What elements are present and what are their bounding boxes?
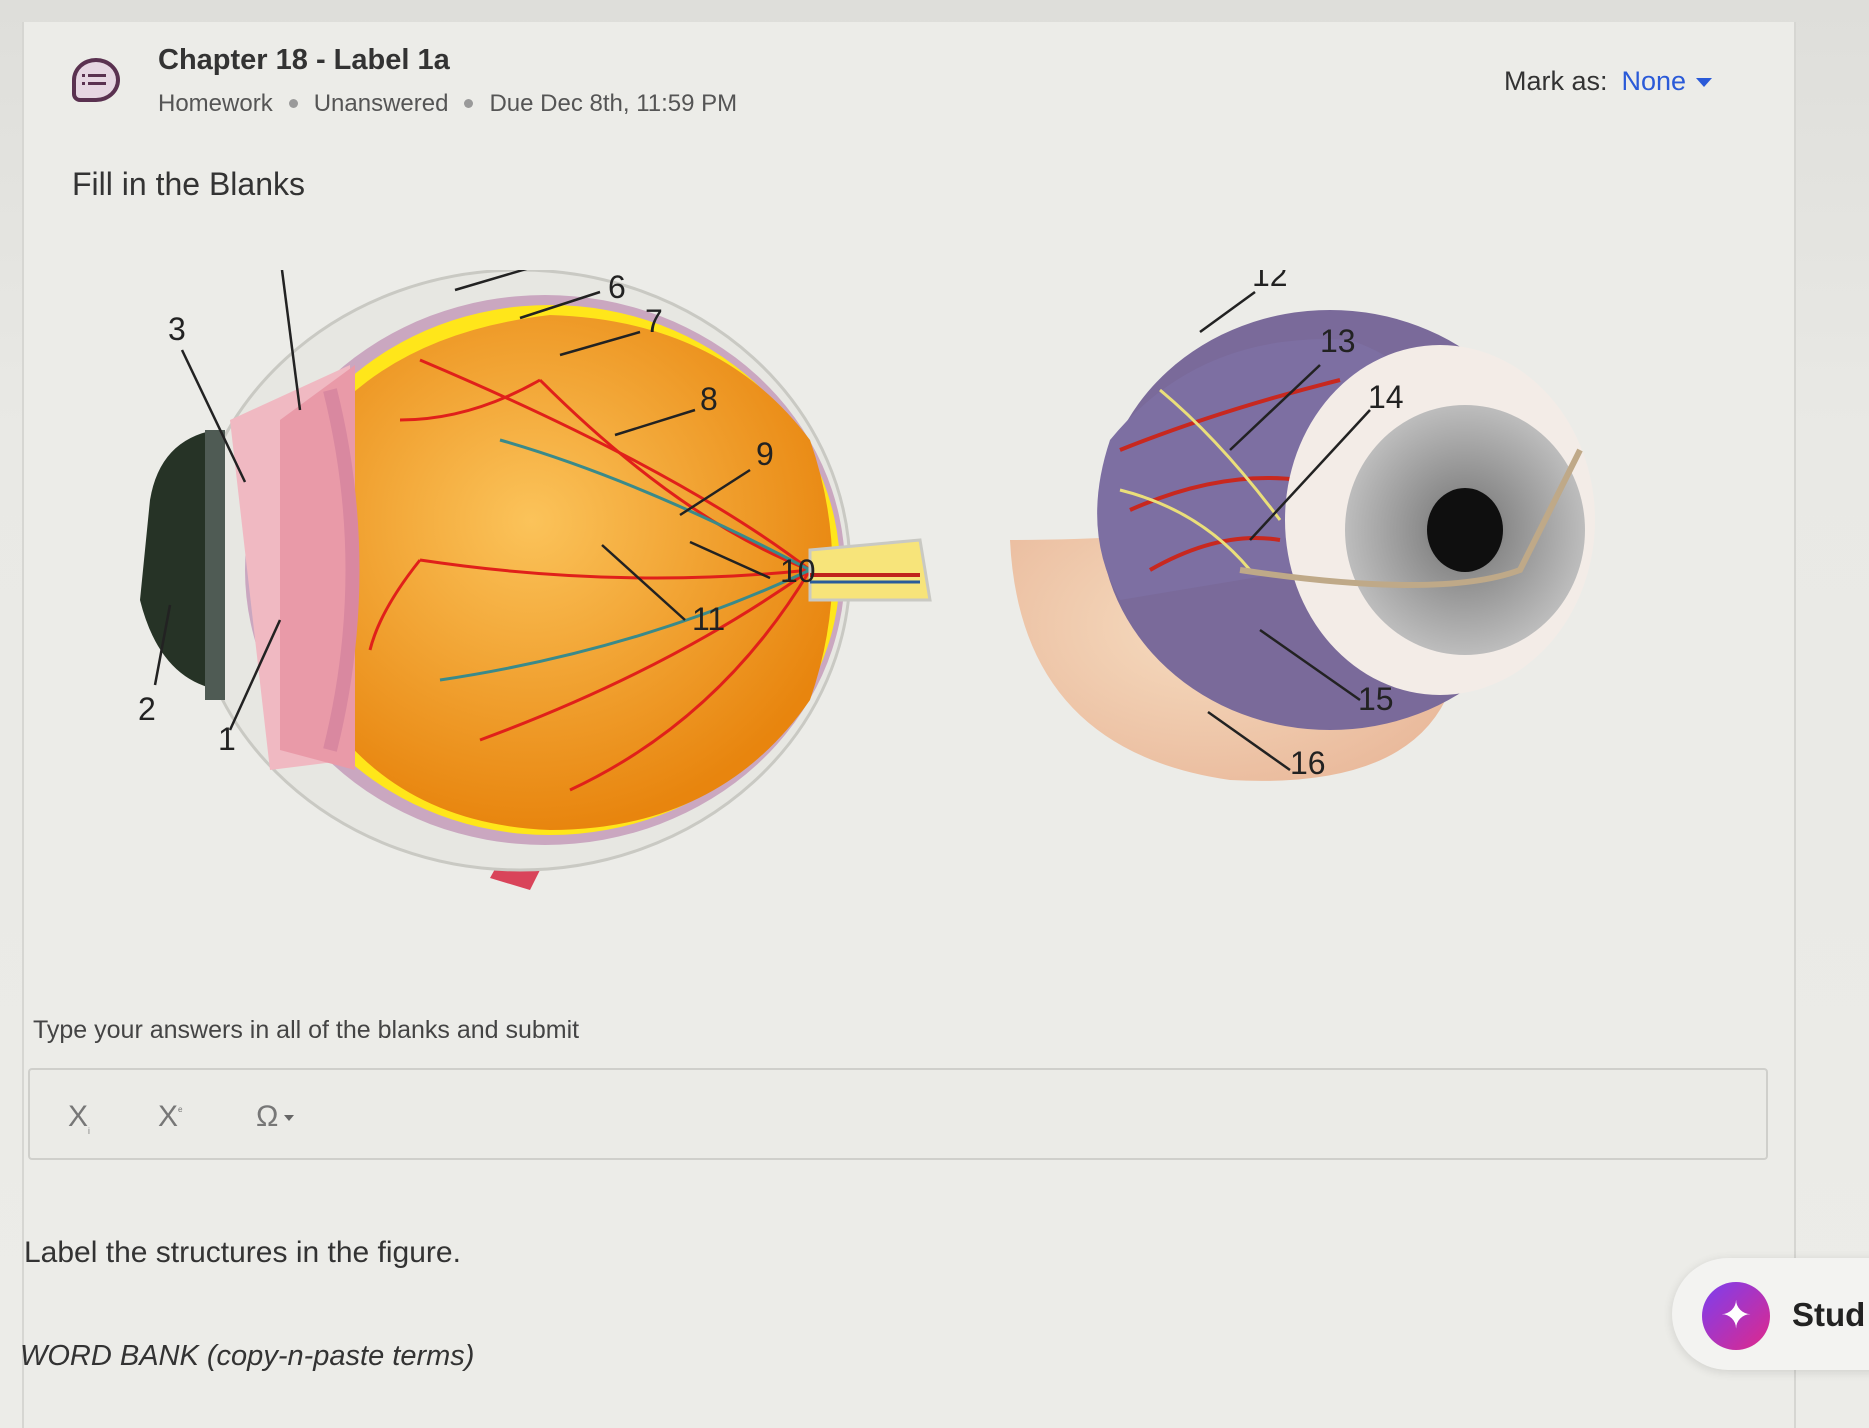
assignment-type: Homework: [158, 90, 273, 117]
mark-as-control[interactable]: Mark as: None: [1504, 66, 1713, 97]
superscript-button[interactable]: Xᵉ: [158, 1100, 183, 1133]
mark-as-dropdown[interactable]: None: [1621, 66, 1687, 96]
leader-lines: [153, 260, 1371, 772]
superscript-label: X: [158, 1100, 179, 1133]
separator-dot: [464, 98, 474, 108]
mark-as-label: Mark as:: [1504, 66, 1608, 96]
figure-label-16: 16: [1290, 745, 1326, 781]
subscript-label: X: [68, 1100, 89, 1133]
word-bank-heading: WORD BANK (copy-n-paste terms): [20, 1340, 475, 1372]
question-text: Label the structures in the figure.: [24, 1236, 461, 1269]
separator-dot: [288, 98, 298, 108]
subscript-button[interactable]: Xᵢ: [68, 1100, 90, 1136]
assignment-icon: [72, 58, 120, 102]
figure-label-9: 9: [756, 436, 774, 472]
figure-label-3: 3: [168, 311, 186, 347]
study-button-label: Stud: [1792, 1296, 1866, 1333]
chevron-down-icon[interactable]: [284, 1115, 295, 1122]
figure-label-14: 14: [1368, 379, 1404, 415]
eye-cross-section: [140, 268, 932, 890]
section-title: Fill in the Blanks: [72, 166, 305, 202]
figure-label-10: 10: [780, 553, 816, 589]
answer-editor[interactable]: Xᵢ Xᵉ Ω: [28, 1068, 1768, 1160]
eye-diagram: 1 2 3 4 5 6 7 8 9 10 11 12 13 14 15 16: [138, 223, 1595, 890]
figure-label-8: 8: [700, 381, 718, 417]
figure-label-12: 12: [1252, 270, 1288, 293]
answer-instructions: Type your answers in all of the blanks a…: [33, 1016, 580, 1044]
sparkle-icon: ✦: [1702, 1282, 1770, 1350]
eye-external-view: [1010, 310, 1595, 781]
assignment-title: Chapter 18 - Label 1a: [158, 44, 450, 76]
figure-label-15: 15: [1358, 681, 1394, 717]
assignment-due: Due Dec 8th, 11:59 PM: [489, 90, 738, 117]
assignment-status: Unanswered: [313, 90, 449, 117]
chevron-down-icon[interactable]: [1696, 78, 1713, 88]
assignment-meta: Homework Unanswered Due Dec 8th, 11:59 PM: [158, 90, 737, 118]
figure-label-13: 13: [1320, 323, 1356, 359]
figure-label-7: 7: [645, 303, 663, 339]
figure-label-1: 1: [218, 721, 236, 757]
omega-icon: Ω: [256, 1100, 279, 1133]
figure-label-2: 2: [138, 691, 156, 727]
figure-label-11: 11: [692, 601, 725, 637]
eye-figure: 1 2 3 4 5 6 7 8 9 10 11 12 13 14 15 16: [120, 223, 1680, 950]
study-button[interactable]: ✦ Stud: [1672, 1258, 1869, 1370]
special-characters-button[interactable]: Ω: [256, 1100, 295, 1134]
figure-label-6: 6: [608, 270, 626, 305]
